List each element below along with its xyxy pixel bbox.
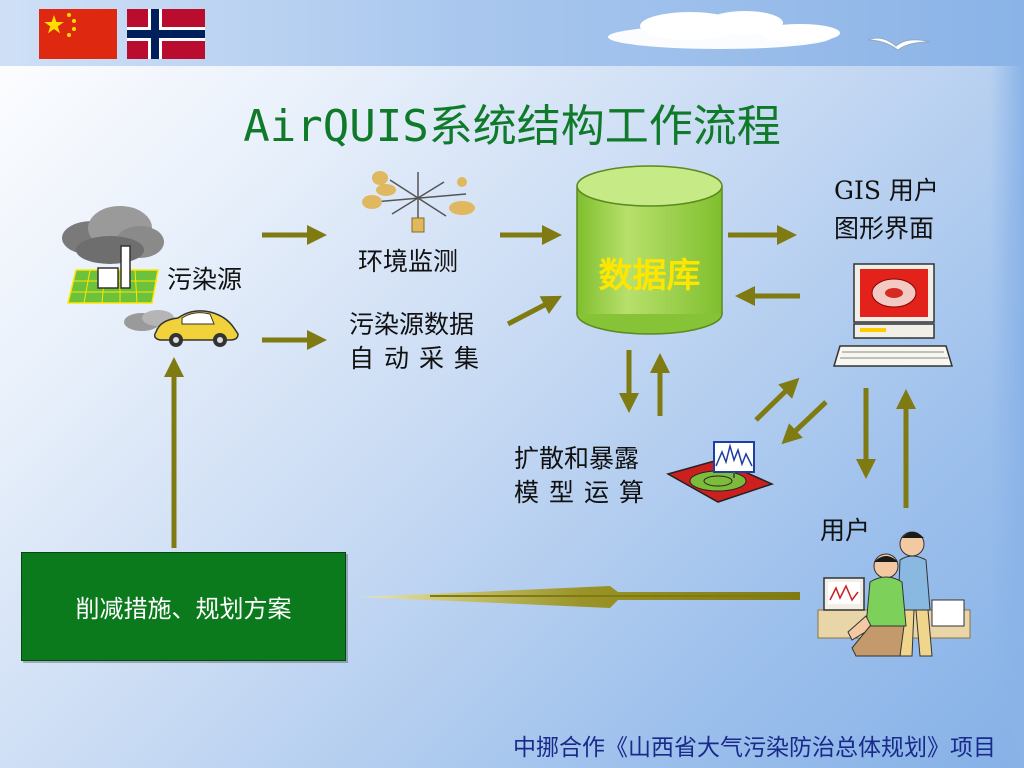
dispersion-label-line1: 扩散和暴露 bbox=[514, 444, 640, 473]
arrow-gis-to-model bbox=[781, 400, 828, 445]
car-icon bbox=[124, 310, 239, 347]
model-map-icon bbox=[666, 441, 775, 503]
dispersion-label-line2: 模型运算 bbox=[514, 478, 655, 507]
measures-box: 削减措施、规划方案 bbox=[21, 552, 346, 661]
database-icon bbox=[576, 165, 723, 335]
env-monitoring-label: 环境监测 bbox=[358, 247, 459, 276]
users-icon bbox=[817, 531, 971, 657]
user-label: 用户 bbox=[820, 516, 871, 545]
china-flag-icon bbox=[39, 9, 117, 59]
bird-icon bbox=[867, 37, 931, 51]
cloud-icon bbox=[608, 11, 840, 49]
database-label: 数据库 bbox=[598, 256, 701, 296]
footer-project-title: 中挪合作《山西省大气污染防治总体规划》项目 bbox=[513, 735, 996, 761]
gis-label-line2: 图形界面 bbox=[834, 214, 935, 243]
side-band bbox=[990, 66, 1024, 768]
pollution-data-label-line1: 污染源数据 bbox=[349, 310, 475, 339]
gis-label-line1: GIS 用户 bbox=[834, 176, 939, 205]
computer-icon bbox=[832, 263, 954, 367]
pollution-source-label: 污染源 bbox=[167, 265, 243, 294]
norway-flag-icon bbox=[127, 9, 205, 59]
pollution-data-label-line2: 自动采集 bbox=[349, 344, 490, 373]
weather-station-icon bbox=[362, 171, 475, 233]
measures-label: 削减措施、规划方案 bbox=[75, 595, 292, 623]
page-title: AirQUIS系统结构工作流程 bbox=[243, 101, 781, 152]
factory-icon bbox=[62, 206, 164, 304]
arrow-user-to-measures bbox=[360, 586, 800, 608]
arrow-model-to-gis bbox=[754, 377, 800, 422]
arrow-datacollect-to-db bbox=[506, 295, 562, 327]
